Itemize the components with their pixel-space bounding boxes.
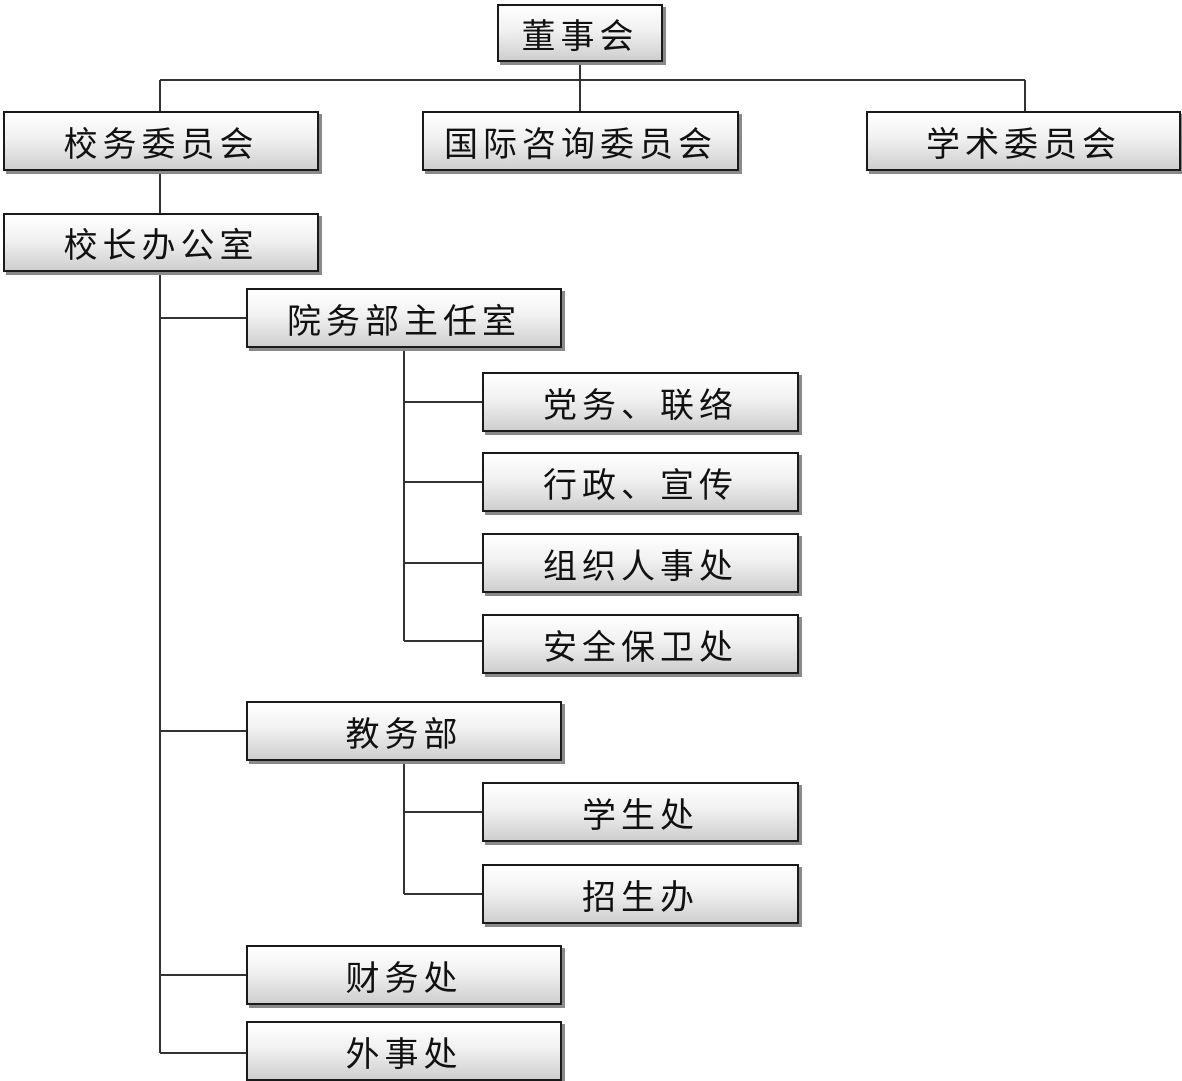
director-office-box: 院务部主任室 <box>246 288 562 348</box>
academic-affairs-box: 教务部 <box>246 701 562 761</box>
personnel-office-label: 组织人事处 <box>543 546 738 587</box>
foreign-affairs-office-label: 外事处 <box>345 1034 463 1075</box>
admin-publicity-box: 行政、宣传 <box>482 452 799 512</box>
personnel-office-box: 组织人事处 <box>482 533 799 593</box>
board-box: 董事会 <box>497 4 663 62</box>
academic-committee-label: 学术委员会 <box>926 124 1121 165</box>
admissions-office-label: 招生办 <box>582 877 699 918</box>
security-office-box: 安全保卫处 <box>482 614 799 674</box>
student-office-box: 学生处 <box>482 782 799 842</box>
board-label: 董事会 <box>521 16 639 57</box>
party-liaison-label: 党务、联络 <box>543 385 738 426</box>
president-office-label: 校长办公室 <box>63 226 259 266</box>
academic-committee-box: 学术委员会 <box>866 111 1181 171</box>
foreign-affairs-office-box: 外事处 <box>246 1021 562 1081</box>
student-office-label: 学生处 <box>582 795 699 836</box>
director-office-label: 院务部主任室 <box>287 301 521 342</box>
party-liaison-box: 党务、联络 <box>482 372 799 432</box>
intl-advisory-committee-label: 国际咨询委员会 <box>444 124 717 165</box>
finance-office-label: 财务处 <box>345 958 463 999</box>
security-office-label: 安全保卫处 <box>543 627 738 668</box>
finance-office-box: 财务处 <box>246 945 562 1005</box>
admissions-office-box: 招生办 <box>482 864 799 924</box>
school-affairs-committee-box: 校务委员会 <box>3 111 319 171</box>
admin-publicity-label: 行政、宣传 <box>543 465 738 506</box>
school-affairs-committee-label: 校务委员会 <box>63 124 259 165</box>
intl-advisory-committee-box: 国际咨询委员会 <box>422 111 739 171</box>
president-office-box: 校长办公室 <box>3 213 319 272</box>
academic-affairs-label: 教务部 <box>345 714 463 755</box>
